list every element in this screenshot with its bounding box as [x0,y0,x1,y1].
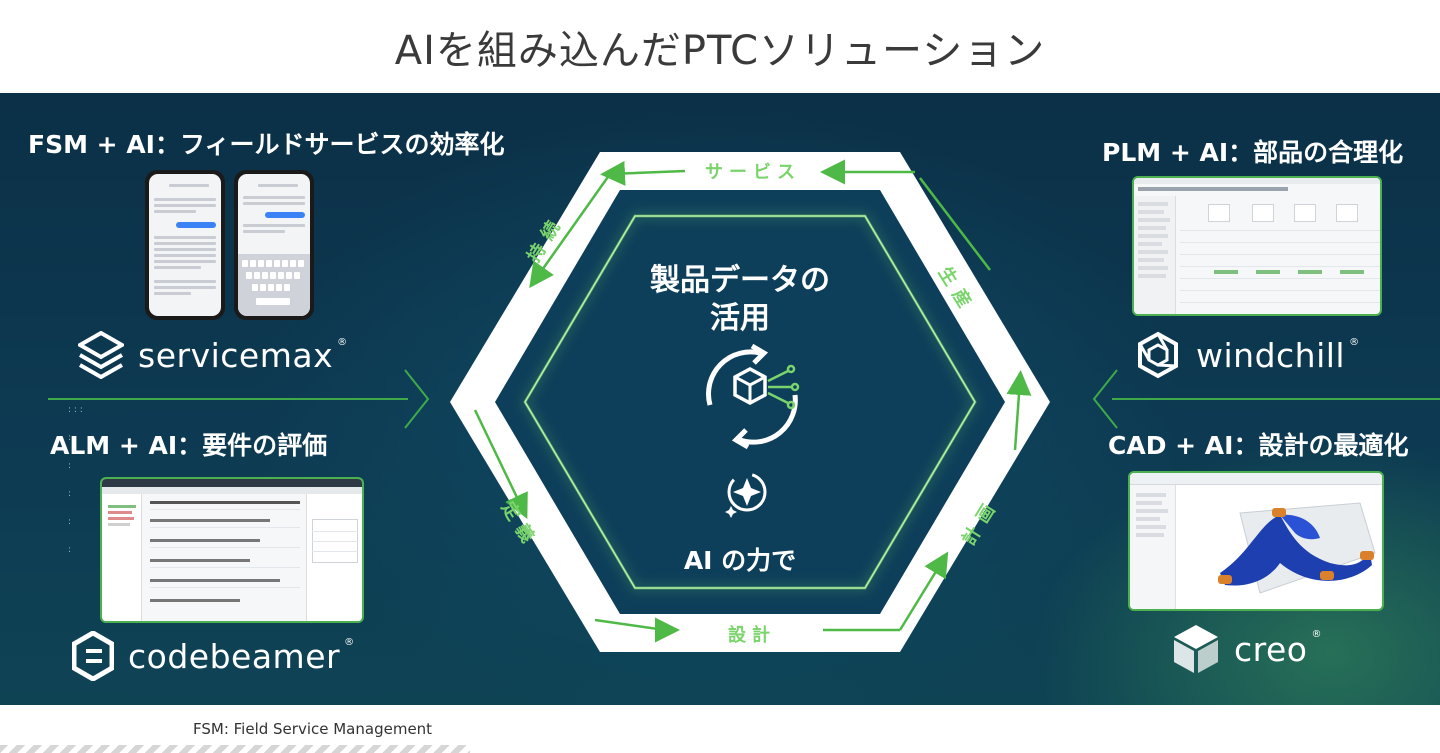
creo-screenshot [1128,471,1384,611]
windchill-screenshot [1132,176,1382,316]
right-divider-chevron [1092,369,1118,429]
footnote: FSM: Field Service Management [193,720,433,738]
solution-panel: : : :::::: FSM + AI：フィールドサービスの効率化 [0,93,1440,705]
servicemax-logo-icon [78,331,124,379]
creo-brand: creo ® [1172,623,1321,675]
center-heading-line2: 活用 [710,301,770,336]
fsm-caption: FSM + AI：フィールドサービスの効率化 [28,130,505,159]
codebeamer-logo-icon [72,631,114,681]
decorative-stripes [0,745,470,753]
servicemax-brand: servicemax ® [78,331,347,379]
codebeamer-brand: codebeamer ® [72,631,354,681]
left-divider-chevron [404,369,430,429]
cad-caption: CAD + AI：設計の最適化 [1108,431,1409,460]
lifecycle-hexagon [450,152,1050,652]
windchill-brand: windchill ® [1134,331,1359,379]
data-cycle-icon [706,343,800,450]
creo-wordmark: creo [1234,629,1308,669]
label-design: 設計 [728,625,776,646]
windchill-logo-icon [1138,331,1178,379]
codebeamer-screenshot [100,477,364,623]
plm-caption: PLM + AI：部品の合理化 [1102,138,1404,167]
cad-model-render [1218,502,1376,594]
dot-column: : : :::::: [68,405,83,555]
creo-logo-icon [1174,625,1218,673]
phone-mockup-chat [145,170,225,320]
right-divider [1112,398,1440,400]
codebeamer-wordmark: codebeamer [128,636,341,676]
label-service: サービス [705,162,801,183]
ai-power-text: AI の力で [683,546,797,575]
ai-sparkle-icon [725,472,767,518]
center-heading-line1: 製品データの [650,263,830,298]
windchill-wordmark: windchill [1196,335,1346,375]
phone-mockup-keyboard [234,170,314,320]
left-divider [48,398,408,400]
alm-caption: ALM + AI：要件の評価 [50,431,328,460]
servicemax-wordmark: servicemax [138,335,334,375]
page-title: AIを組み込んだPTCソリューション [394,27,1046,74]
